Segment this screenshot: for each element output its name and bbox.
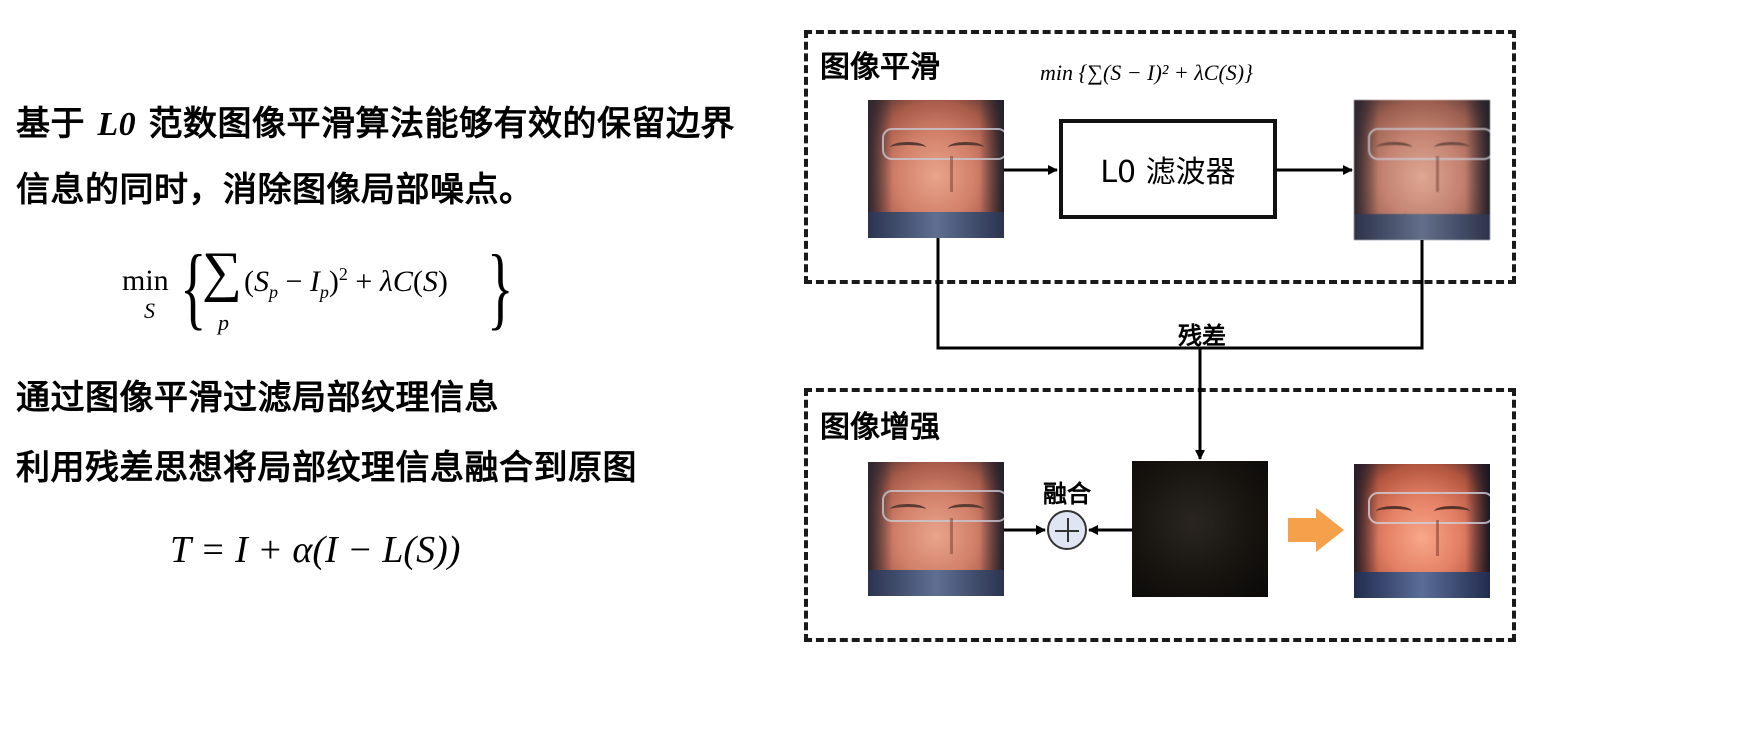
orange-arrow-icon [1288, 508, 1344, 552]
description-prefix: 基于 [16, 104, 98, 144]
l0-symbol: L0 [97, 106, 137, 143]
description-line-1: 基于 L0 范数图像平滑算法能够有效的保留边界 [16, 96, 735, 145]
left-brace: { [180, 236, 207, 338]
min-subscript: S [144, 298, 155, 323]
right-brace: } [487, 236, 514, 338]
input-face-image [868, 100, 1004, 238]
description-suffix: 范数图像平滑算法能够有效的保留边界 [136, 104, 735, 144]
description-line-2: 信息的同时，消除图像局部噪点。 [16, 170, 534, 210]
enhancement-panel [804, 388, 1516, 642]
fusion-label: 融合 [1043, 480, 1091, 508]
residual-bracket [936, 238, 1424, 350]
min-operator: min [122, 264, 169, 297]
residual-image [1132, 461, 1268, 597]
top-formula: min {∑(S − I)² + λC(S)} [1040, 60, 1253, 86]
enhancement-panel-title: 图像增强 [820, 410, 940, 445]
formula-body: (Sp − Ip)2 + λC(S) [244, 264, 448, 302]
smoothing-panel [804, 30, 1516, 284]
enhancement-formula: T = I + α(I − L(S)) [170, 528, 460, 572]
original-face-image [868, 462, 1004, 596]
smoothing-formula: min S { ∑ p (Sp − Ip)2 + λC(S) } [122, 234, 522, 344]
plus-circle-icon [1047, 510, 1087, 550]
sum-symbol: ∑ [202, 241, 242, 303]
point-1: 通过图像平滑过滤局部纹理信息 [16, 378, 499, 418]
smoothing-panel-title: 图像平滑 [820, 50, 940, 85]
enhancement-formula-text: T = I + α(I − L(S)) [170, 529, 461, 571]
top-formula-text: min {∑(S − I)² + λC(S)} [1040, 60, 1253, 85]
filter-label: L0 滤波器 [1100, 155, 1236, 190]
sum-index: p [218, 310, 229, 335]
residual-label: 残差 [1178, 322, 1226, 350]
point-2: 利用残差思想将局部纹理信息融合到原图 [16, 448, 637, 488]
l0-filter-box: L0 滤波器 [1059, 119, 1277, 219]
smoothed-face-image [1354, 100, 1490, 240]
enhanced-face-image [1354, 464, 1490, 598]
